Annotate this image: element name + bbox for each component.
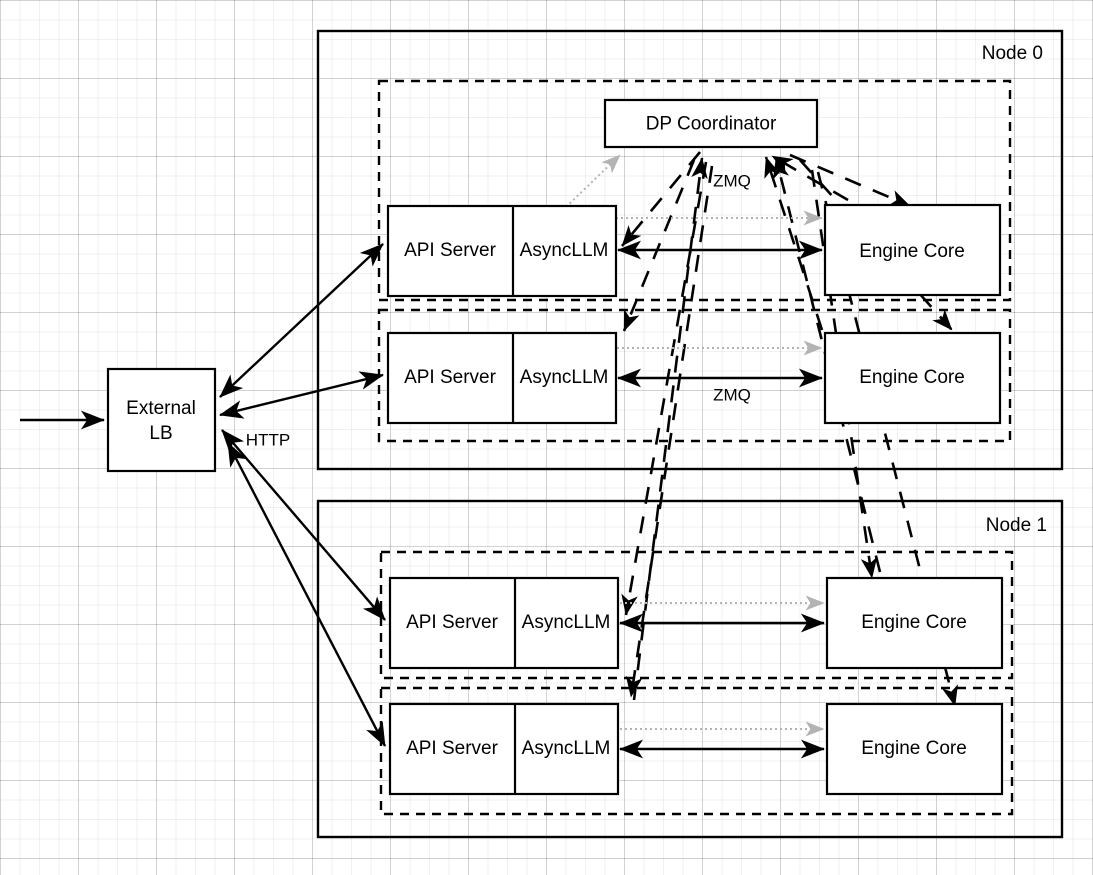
n1g1-engine-core-label: Engine Core [861,738,967,759]
edge-zmq-n0g0-engine-to-coordinator [771,154,849,202]
dp-coordinator-label: DP Coordinator [646,114,777,135]
n1g1-api-server-label: API Server [406,738,499,759]
http-label: HTTP [246,430,290,449]
node-0-group-0-boundary [377,79,1012,302]
node-1-label: Node 1 [986,515,1047,536]
n0g1-api-server-asyncllm-box[interactable] [386,331,618,425]
external-lb-label-line2: LB [149,423,172,444]
edge-dotted-n0g0-asyncllm-to-coordinator [565,154,621,208]
n1g1-engine-core-box[interactable] [825,702,1004,796]
edge-zmq-coordinator-to-n0g1-engine [799,159,953,331]
node-1-group-1-boundary [379,686,1014,816]
edge-lb-n0g0-api [219,243,384,398]
n0g0-api-server-asyncllm-box[interactable] [386,204,618,298]
external-lb-label-line1: External [126,398,196,419]
edge-lb-n1g0-api [221,429,386,621]
n0g1-engine-core-box[interactable] [823,331,1002,425]
zmq-label-top: ZMQ [713,171,751,190]
edge-zmq-coordinator-to-n1g0-engine [810,169,878,579]
n1g1-asyncllm-label: AsyncLLM [522,738,611,759]
n0g0-api-server-label: API Server [404,240,497,261]
edge-lb-n0g1-api [219,371,384,419]
node-0-label: Node 0 [982,43,1043,64]
zmq-label-middle: ZMQ [713,385,751,404]
n1g0-engine-core-box[interactable] [825,576,1004,670]
n1g1-api-server-asyncllm-box[interactable] [388,702,620,796]
n0g1-engine-core-label: Engine Core [859,367,965,388]
node-1-group-0-boundary [379,550,1014,680]
n1g0-api-server-asyncllm-box[interactable] [388,576,620,670]
n0g1-asyncllm-label: AsyncLLM [520,367,609,388]
n0g0-engine-core-box[interactable] [823,203,1002,297]
n1g0-asyncllm-label: AsyncLLM [522,612,611,633]
edge-zmq-coordinator-to-n0g0-asyncllm [620,151,702,247]
n0g0-engine-core-label: Engine Core [859,241,965,262]
n1g0-api-server-label: API Server [406,612,499,633]
n0g1-api-server-label: API Server [404,367,497,388]
n1g0-engine-core-label: Engine Core [861,612,967,633]
edge-zmq-coordinator-to-n0g0-engine [789,153,911,208]
edge-lb-n1g1-api [226,442,387,747]
edge-zmq-coordinator-to-n1g1-asyncllm [625,165,714,698]
external-lb-box[interactable] [106,367,217,473]
edge-zmq-coordinator-to-n1g0-asyncllm [621,161,708,616]
n0g0-asyncllm-label: AsyncLLM [520,240,609,261]
dp-coordinator-box[interactable] [603,98,819,149]
